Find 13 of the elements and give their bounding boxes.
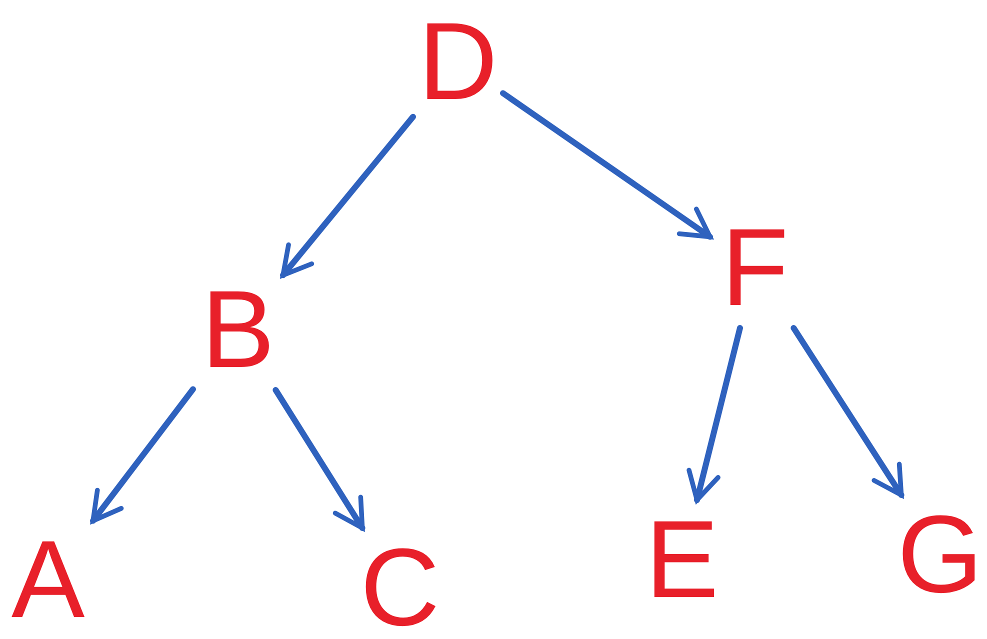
node-letter: G bbox=[897, 500, 983, 610]
node-letter: A bbox=[11, 525, 85, 635]
arrow bbox=[280, 114, 416, 278]
node-letter: F bbox=[721, 213, 789, 323]
arrow bbox=[90, 386, 196, 524]
arrow bbox=[790, 325, 904, 498]
node-letter: D bbox=[418, 7, 498, 117]
node-letter: C bbox=[360, 533, 440, 639]
node-letter: B bbox=[201, 275, 275, 385]
arrow bbox=[272, 387, 366, 531]
arrow bbox=[500, 90, 713, 240]
node-letter: E bbox=[645, 505, 719, 615]
arrow bbox=[686, 325, 743, 503]
